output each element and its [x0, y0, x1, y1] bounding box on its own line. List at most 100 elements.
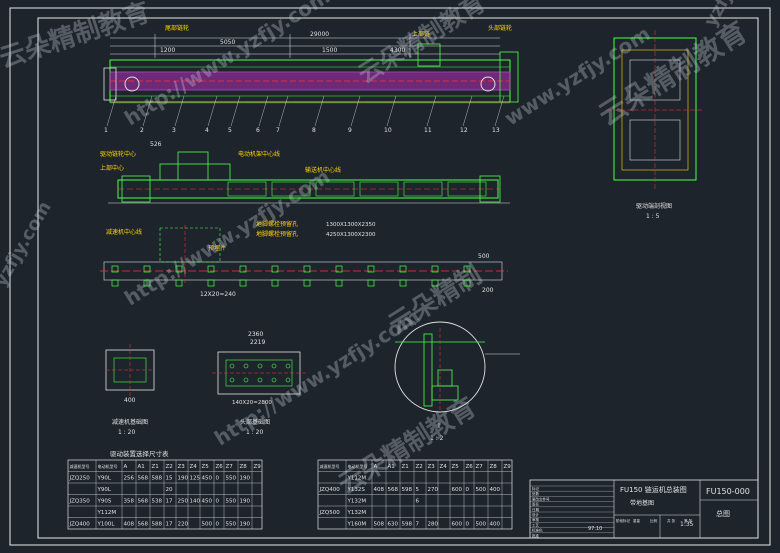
misc-code: 97.10 — [588, 526, 602, 532]
table-cell: 140 — [190, 499, 201, 505]
table-cell: 17 — [166, 522, 173, 528]
detail-i-label: I — [438, 422, 440, 430]
conveyor-elevation-view: 29000 5050 1500 4300 1200 尾部链轮 头部链轮 上部链 — [103, 24, 519, 104]
dim-1500: 1500 — [322, 47, 337, 54]
table-cell: Y100L — [97, 522, 116, 528]
plan-segment — [403, 181, 443, 197]
title-sub: 带地基图 — [630, 499, 654, 507]
dim-200: 200 — [482, 287, 494, 294]
base-bolt — [243, 377, 249, 383]
table-cell: 190 — [178, 476, 189, 482]
table-cell: 256 — [124, 476, 135, 482]
table-header-cell: Z9 — [504, 464, 512, 470]
table-cell: Y90L — [97, 476, 112, 482]
leader-line — [258, 95, 269, 127]
anchor-hole — [207, 279, 215, 287]
anchor-hole — [303, 265, 311, 273]
ref-number: 8 — [312, 127, 316, 134]
title-block-label: 更改文件号 — [532, 496, 550, 501]
dim-29000: 29000 — [310, 31, 329, 38]
ref-number: 11 — [424, 127, 432, 134]
table-cell: Y90S — [97, 499, 112, 505]
table-cell: 550 — [226, 499, 237, 505]
table-cell: 190 — [240, 499, 251, 505]
title-block-cell: 重量 — [633, 518, 641, 523]
table-cell: 5 — [416, 487, 420, 493]
tag-reducer-centerline: 减速机中心线 — [106, 228, 142, 236]
table-header-cell: Z7 — [476, 464, 484, 470]
table-header-cell: 减速机型号 — [320, 463, 340, 469]
dim-140x20: 140X20=2800 — [232, 400, 272, 406]
plan-segment — [271, 181, 311, 197]
anchor-hole — [303, 279, 311, 287]
title-block-label: 审核 — [532, 517, 540, 522]
table-cell: JZQ500 — [319, 510, 341, 516]
table-header-cell: Z3 — [428, 464, 436, 470]
leader-line — [386, 95, 397, 127]
table-header-cell: Z2 — [416, 464, 423, 470]
base-bolt — [285, 377, 291, 383]
base-bolt — [229, 363, 235, 369]
dim-500: 500 — [478, 253, 490, 260]
drawing-code: FU150-000 — [706, 487, 750, 496]
table-cell: Y112M — [347, 476, 367, 482]
table-cell: 0 — [216, 499, 220, 505]
dim-12x20: 12X20=240 — [200, 291, 236, 298]
table-header-cell: Z5 — [202, 464, 210, 470]
dim-1300: 1300X1300X2350 — [326, 222, 376, 228]
anchor-hole — [207, 265, 215, 273]
head-base-detail: 2360 2219 140X20=2800 头部基础图 1 : 20 — [212, 331, 306, 436]
outer-frame — [9, 7, 771, 546]
table-cell: 598 — [402, 522, 413, 528]
table-cell: JZQ350 — [69, 499, 91, 505]
table-header-cell: Z3 — [178, 464, 186, 470]
base-bolt — [257, 363, 263, 369]
title-block-label: 处数 — [532, 491, 540, 496]
leader-line — [494, 95, 505, 127]
ref-number: 2 — [140, 127, 144, 134]
table-cell: 400 — [490, 522, 501, 528]
table-cell: 125 — [190, 476, 201, 482]
drive-section-view: 驱动端剖视图 1 : 5 — [606, 30, 704, 220]
anchor-hole — [431, 265, 439, 273]
title-block-cell: 共 张 — [667, 518, 676, 523]
table-cell: JZQ400 — [69, 522, 91, 528]
ref-number: 7 — [276, 127, 280, 134]
table-cell: Y132M — [347, 510, 367, 516]
tag-conveyor-center: 输送机中心线 — [305, 166, 341, 174]
table-cell: 6 — [416, 499, 420, 505]
base-left-scale: 1 : 20 — [118, 429, 135, 436]
ref-number: 3 — [172, 127, 176, 134]
table-cell: 7 — [416, 522, 420, 528]
table-cell: 400 — [490, 487, 501, 493]
title-block-cell: 比例 — [650, 518, 658, 523]
table-header-cell: 减速机型号 — [70, 463, 90, 469]
title-block-cell: 阶段标记 — [616, 518, 630, 523]
anchor-hole — [111, 279, 119, 287]
tag-drive-sprocket-center: 驱动链轮中心 — [100, 150, 136, 158]
table-cell: 630 — [388, 522, 399, 528]
table-cell: 280 — [428, 522, 439, 528]
table-cell: 450 — [202, 499, 213, 505]
table-cell: 190 — [240, 476, 251, 482]
base-bolt — [271, 363, 277, 369]
anchor-hole — [271, 265, 279, 273]
table-cell: 358 — [124, 499, 135, 505]
anchor-hole — [175, 279, 183, 287]
section-view-scale: 1 : 5 — [646, 213, 660, 220]
table-cell: JZQ400 — [319, 487, 341, 493]
ref-number: 13 — [492, 127, 500, 134]
table-cell: 550 — [226, 522, 237, 528]
table-cell: 500 — [476, 487, 487, 493]
leader-line — [142, 95, 153, 127]
base-bolt — [229, 377, 235, 383]
anchor-hole — [399, 265, 407, 273]
table-cell: 508 — [374, 522, 385, 528]
dim-2360: 2360 — [248, 331, 263, 338]
table-header-cell: Z6 — [466, 464, 474, 470]
base-bolt — [285, 363, 291, 369]
table-cell: 250 — [178, 499, 189, 505]
table-cell: 17 — [166, 499, 173, 505]
table-cell: 600 — [452, 522, 463, 528]
